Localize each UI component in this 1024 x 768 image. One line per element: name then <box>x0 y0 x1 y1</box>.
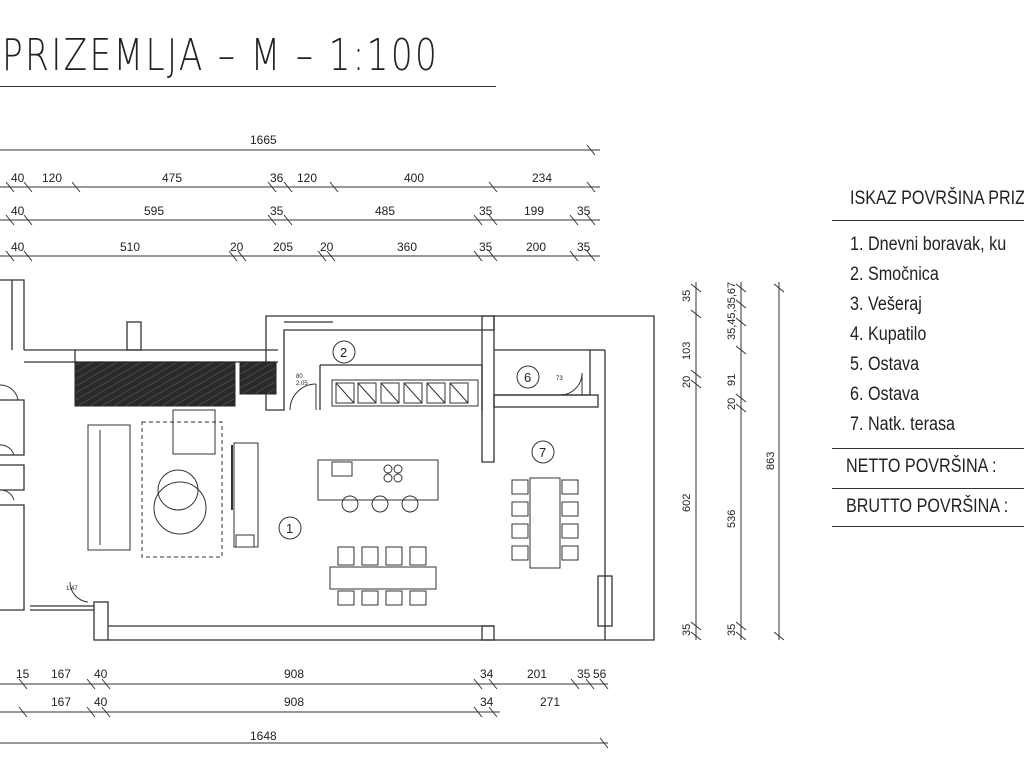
top-dimension-labels: 1665 40 120 475 36 120 400 234 40 595 35… <box>11 133 591 254</box>
room-number-7: 7 <box>539 445 546 460</box>
bottom-dimension-labels: 15 167 40 908 34 201 35 56 167 40 908 34… <box>16 667 607 743</box>
dim-label: 908 <box>284 695 304 709</box>
legend-heading: ISKAZ POVRŠINA PRIZ <box>850 188 1024 209</box>
door-dim: 1.47 <box>66 586 78 592</box>
dim-label: 908 <box>284 667 304 681</box>
room-labels <box>278 340 555 540</box>
title-underline <box>0 86 496 87</box>
dim-label: 35 <box>270 204 284 218</box>
dim-label: 40 <box>94 667 108 681</box>
room-number-2: 2 <box>340 345 347 360</box>
dim-label: 485 <box>375 204 395 218</box>
dim-label: 20 <box>230 240 244 254</box>
dim-label: 199 <box>524 204 544 218</box>
kitchen-counter <box>331 379 479 407</box>
dim-label: 595 <box>144 204 164 218</box>
dim-label: 234 <box>532 171 552 185</box>
dim-label: 35 <box>577 240 591 254</box>
dim-label: 510 <box>120 240 140 254</box>
dim-label: 35 <box>681 290 693 302</box>
dim-label: 20 <box>681 376 693 388</box>
dim-label: 56 <box>593 667 607 681</box>
dim-label: 40 <box>11 240 25 254</box>
hatched-wall-block <box>239 361 277 395</box>
drawing-title: PRIZEMLJA – M – 1:100 <box>2 30 440 81</box>
legend-item: 4. Kupatilo <box>850 324 927 345</box>
dim-bottom-total: 1648 <box>250 729 277 743</box>
legend-item: 2. Smočnica <box>850 264 939 285</box>
dim-label: 36 <box>270 171 284 185</box>
dim-label: 91 <box>726 374 738 386</box>
legend-brutto: BRUTTO POVRŠINA : <box>846 496 1009 517</box>
dim-label: 20 <box>726 398 738 410</box>
dim-label: 35,45,35,67 <box>726 282 738 340</box>
dim-right-total: 863 <box>765 452 777 470</box>
dim-label: 167 <box>51 667 71 681</box>
dim-label: 35 <box>726 624 738 636</box>
dim-label: 536 <box>726 510 738 528</box>
dim-label: 205 <box>273 240 293 254</box>
legend-divider <box>832 448 1024 449</box>
furniture-terrace <box>511 477 579 569</box>
dim-label: 602 <box>681 494 693 512</box>
dim-label: 103 <box>681 342 693 360</box>
legend-item: 7. Natk. terasa <box>850 414 956 435</box>
door-dim: 80 <box>296 374 303 380</box>
doors <box>0 372 583 603</box>
dim-label: 35 <box>479 240 493 254</box>
dim-label: 271 <box>540 695 560 709</box>
legend-divider <box>832 488 1024 489</box>
dim-label: 35 <box>577 667 591 681</box>
dim-label: 34 <box>480 667 494 681</box>
dim-label: 40 <box>11 171 25 185</box>
legend-item: 5. Ostava <box>850 354 920 375</box>
room-number-1: 1 <box>286 521 293 536</box>
legend-item: 3. Vešeraj <box>850 294 922 315</box>
dim-label: 200 <box>526 240 546 254</box>
hatched-wall-block <box>74 361 236 407</box>
dim-label: 120 <box>42 171 62 185</box>
legend-divider <box>832 526 1024 527</box>
dim-label: 475 <box>162 171 182 185</box>
dim-label: 120 <box>297 171 317 185</box>
dim-label: 40 <box>94 695 108 709</box>
legend-item: 1. Dnevni boravak, ku <box>850 234 1007 255</box>
dim-label: 35 <box>479 204 493 218</box>
top-dimensions <box>0 144 600 262</box>
dim-top-total: 1665 <box>250 133 277 147</box>
legend-divider <box>832 220 1024 221</box>
bottom-dimensions <box>0 678 609 749</box>
dim-label: 35 <box>577 204 591 218</box>
right-dimensions <box>690 282 785 641</box>
legend-netto: NETTO POVRŠINA : <box>846 456 997 477</box>
furniture-living <box>87 409 439 606</box>
dim-label: 15 <box>16 667 30 681</box>
dim-label: 201 <box>527 667 547 681</box>
right-dimension-labels: 35 103 20 602 35 35,45,35,67 91 20 536 3… <box>681 282 777 636</box>
dim-label: 360 <box>397 240 417 254</box>
room-number-6: 6 <box>524 370 531 385</box>
dim-label: 34 <box>480 695 494 709</box>
door-dim: 73 <box>556 376 563 382</box>
dim-label: 35 <box>681 624 693 636</box>
door-dim: 2.05 <box>296 381 308 387</box>
legend-item: 6. Ostava <box>850 384 920 405</box>
dim-label: 400 <box>404 171 424 185</box>
walls <box>0 279 655 641</box>
dim-label: 167 <box>51 695 71 709</box>
dim-label: 20 <box>320 240 334 254</box>
dim-label: 40 <box>11 204 25 218</box>
